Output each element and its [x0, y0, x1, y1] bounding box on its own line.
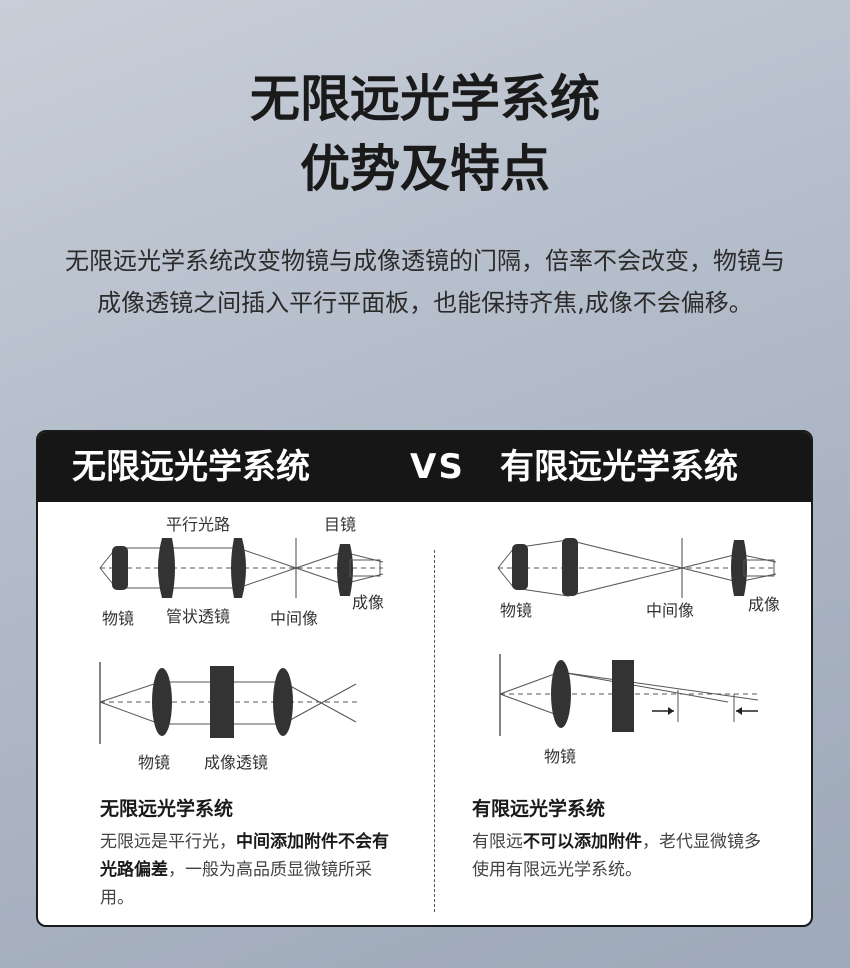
label-eyepiece: 目镜 — [324, 515, 356, 534]
column-divider — [434, 550, 435, 912]
vs-label: VS — [410, 447, 465, 487]
label-imaging: 成像 — [352, 593, 384, 612]
eyepiece-lens-shape — [731, 540, 747, 596]
comparison-card: 无限远光学系统 VS 有限远光学系统 平行光路 目镜 物镜 — [36, 430, 813, 927]
label-objective: 物镜 — [102, 609, 134, 628]
left-column-text: 无限远是平行光，中间添加附件不会有光路偏差，一般为高品质显微镜所采用。 — [100, 832, 389, 908]
objective-lens-shape — [551, 660, 571, 728]
objective-lens-shape — [112, 546, 128, 590]
description-text: 无限远光学系统改变物镜与成像透镜的门隔，倍率不会改变，物镜与成像透镜之间插入平行… — [65, 247, 785, 317]
label-objective-2: 物镜 — [138, 753, 170, 772]
label-imaging-lens: 成像透镜 — [204, 753, 268, 772]
tube-lens-shape-2 — [231, 538, 246, 598]
optics-diagrams: 平行光路 目镜 物镜 管状透镜 中间像 成像 物镜 成像透镜 — [99, 515, 780, 772]
shift-arrow-icon — [652, 707, 674, 715]
label-intermediate-image-right: 中间像 — [646, 601, 694, 620]
finite-system-diagram: 物镜 中间像 成像 — [497, 538, 780, 620]
objective-lens-shape-2 — [562, 538, 578, 596]
parallel-plate-shape — [612, 660, 634, 732]
left-header: 无限远光学系统 — [72, 447, 310, 487]
eyepiece-lens-shape — [337, 544, 353, 596]
label-objective-right-2: 物镜 — [544, 747, 576, 766]
right-column-title: 有限远光学系统 — [472, 798, 606, 820]
infinity-system-diagram: 平行光路 目镜 物镜 管状透镜 中间像 成像 — [99, 515, 384, 628]
label-imaging-right: 成像 — [748, 595, 780, 614]
left-column-title: 无限远光学系统 — [100, 798, 234, 820]
comparison-header: 无限远光学系统 VS 有限远光学系统 — [38, 432, 811, 502]
label-parallel-path: 平行光路 — [166, 515, 230, 534]
label-tube-lens: 管状透镜 — [166, 607, 230, 626]
objective-lens-shape — [152, 668, 172, 736]
right-header: 有限远光学系统 — [500, 447, 738, 487]
parallel-plate-shape — [210, 666, 234, 738]
finite-plate-diagram: 物镜 — [499, 654, 759, 766]
page-title-line1: 无限远光学系统 — [250, 70, 600, 128]
label-intermediate-image: 中间像 — [270, 609, 318, 628]
objective-lens-shape — [512, 544, 528, 590]
label-objective-right: 物镜 — [500, 601, 532, 620]
right-column-text: 有限远不可以添加附件，老代显微镜多使用有限远光学系统。 — [472, 832, 761, 880]
infinity-plate-diagram: 物镜 成像透镜 — [99, 662, 358, 772]
page-title-line2: 优势及特点 — [300, 140, 550, 198]
tube-lens-shape — [158, 538, 175, 598]
shift-arrow-icon — [736, 707, 758, 715]
imaging-lens-shape — [273, 668, 293, 736]
